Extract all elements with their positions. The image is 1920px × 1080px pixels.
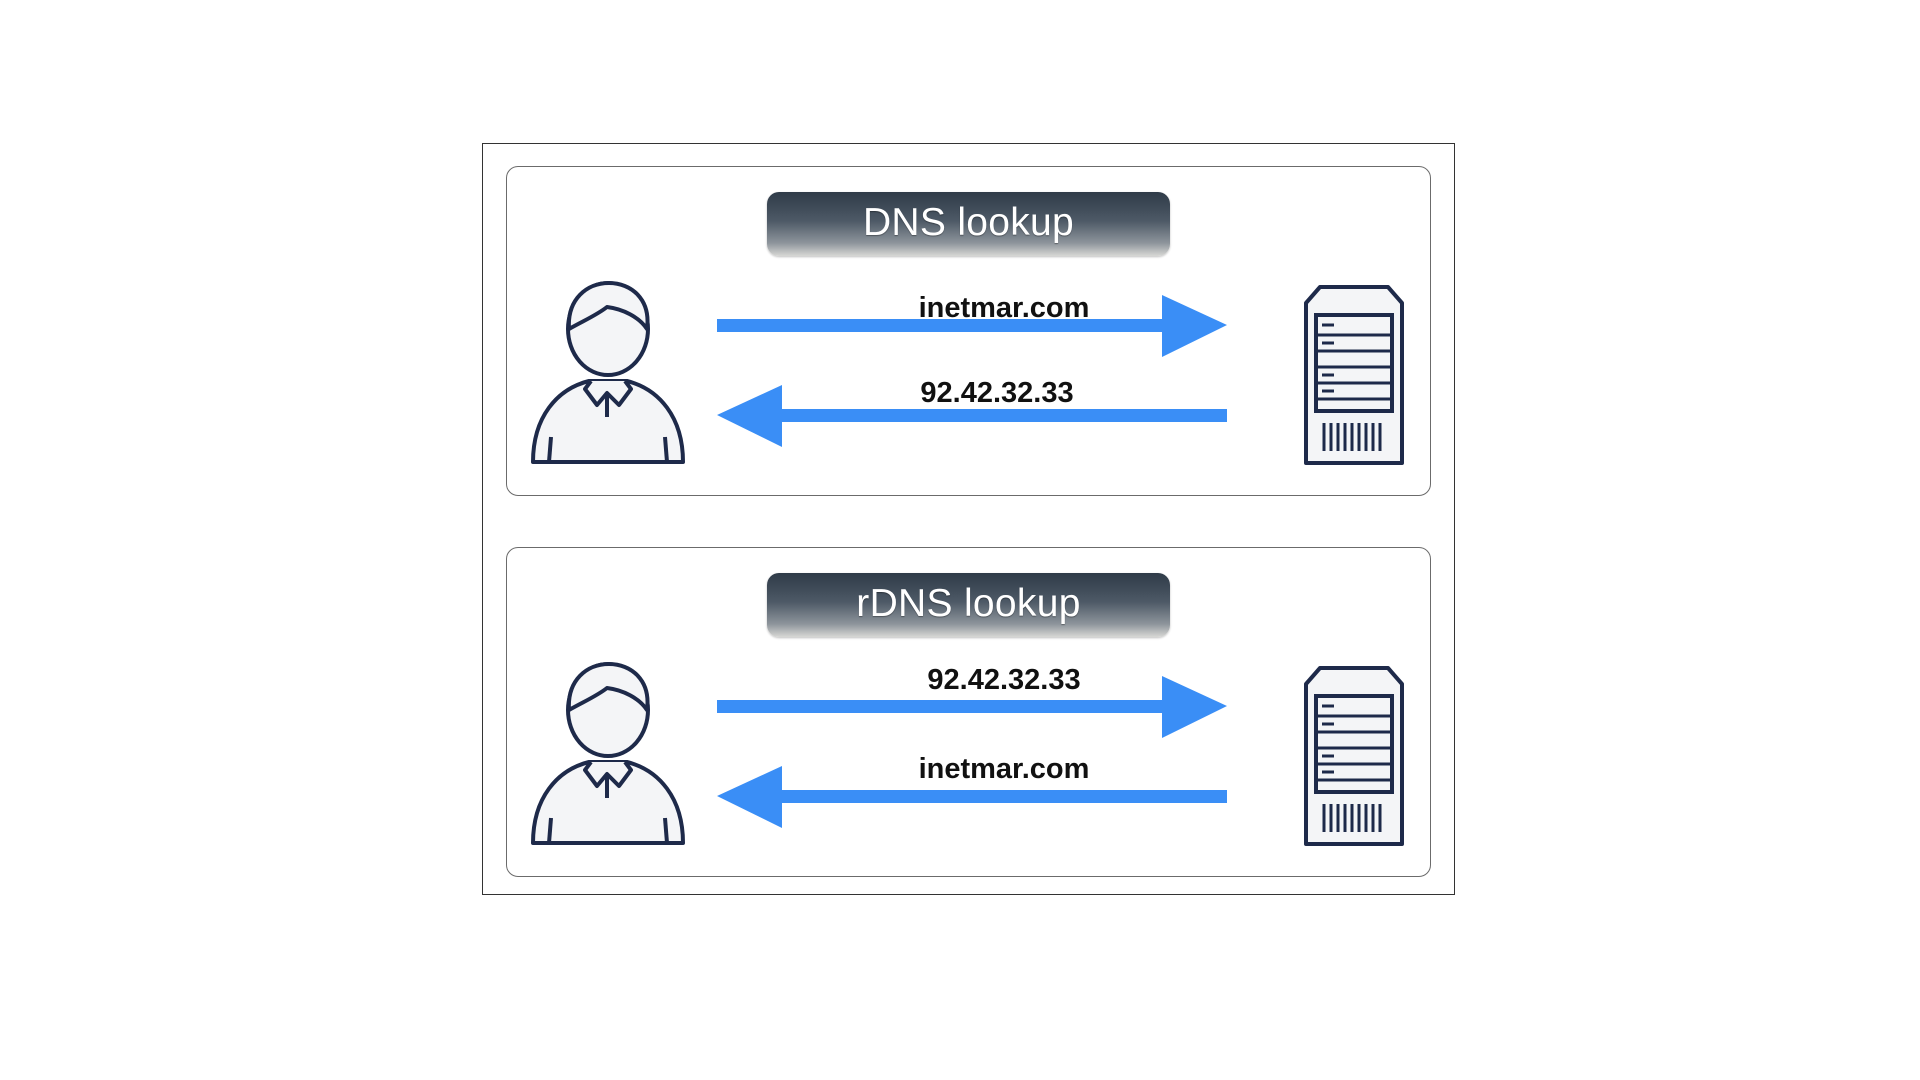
dns-lookup-title: DNS lookup xyxy=(767,192,1170,256)
response-arrow xyxy=(717,766,1227,828)
arrows-group xyxy=(717,676,1227,828)
user-icon xyxy=(531,281,685,464)
user-icon xyxy=(531,662,685,845)
dns-response-label: 92.42.32.33 xyxy=(920,377,1074,409)
rdns-lookup-panel: rDNS lookup 92.42.32.33 inetmar.com xyxy=(506,547,1431,877)
request-arrow xyxy=(717,295,1227,357)
dns-request-label: inetmar.com xyxy=(918,292,1090,324)
rdns-response-label: inetmar.com xyxy=(918,753,1090,785)
arrows-group xyxy=(717,295,1227,447)
request-arrow xyxy=(717,676,1227,738)
server-icon xyxy=(1304,285,1404,465)
rdns-lookup-title: rDNS lookup xyxy=(767,573,1170,637)
response-arrow xyxy=(717,385,1227,447)
diagram-frame: DNS lookup inetmar.com 92.42.32.33 xyxy=(482,143,1455,895)
rdns-request-label: 92.42.32.33 xyxy=(927,664,1081,696)
dns-lookup-panel: DNS lookup inetmar.com 92.42.32.33 xyxy=(506,166,1431,496)
server-icon xyxy=(1304,666,1404,846)
